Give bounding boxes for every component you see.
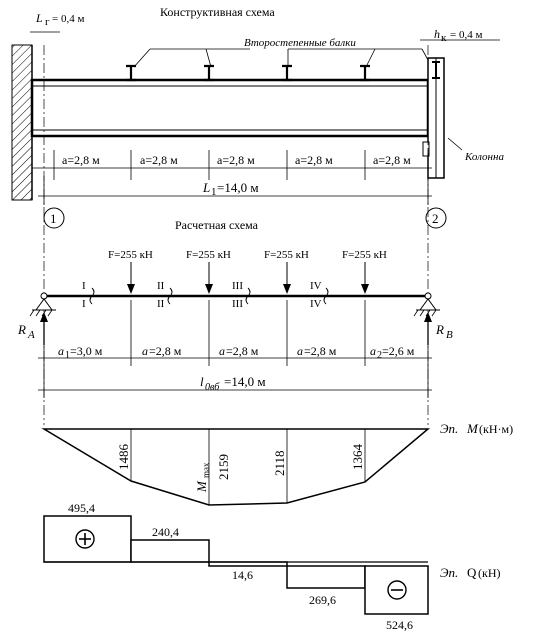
section-2-bottom: II (157, 298, 165, 310)
shear-value-2: 240,4 (152, 525, 179, 539)
secondary-beams-leaders (133, 48, 429, 68)
calc-span-labels: a 1 =3,0 м a =2,8 м a =2,8 м a =2,8 м a … (58, 344, 415, 361)
moment-value-2: 2159 (216, 454, 231, 480)
structural-span-2: a=2,8 м (140, 153, 178, 167)
shear-label-symbol: Q (467, 565, 477, 580)
structural-span-4: a=2,8 м (295, 153, 333, 167)
shear-diagram (43, 515, 429, 615)
moment-label-symbol: M (466, 421, 479, 436)
l0-value: =14,0 м (224, 374, 266, 389)
ra-label: R (17, 322, 26, 337)
hk-label: h (434, 27, 440, 41)
calc-span-3-label: a (219, 344, 225, 358)
force-3: F=255 кН (264, 249, 309, 261)
section-4-top: IV (310, 280, 322, 292)
calc-span-1-value: =3,0 м (70, 344, 103, 358)
l1-value: =14,0 м (217, 180, 259, 195)
l1-label: L (202, 180, 210, 195)
shear-value-1: 495,4 (68, 501, 95, 515)
section-1-bottom: I (82, 298, 86, 310)
shear-value-5: 524,6 (386, 618, 413, 632)
lz-sub: г (45, 16, 50, 28)
structural-title: Конструктивная схема (160, 5, 275, 19)
ra-sub: A (27, 329, 35, 341)
calc-title: Расчетная схема (175, 218, 259, 232)
secondary-beam-sections (126, 64, 370, 82)
section-4-bottom: IV (310, 298, 322, 310)
support-a (29, 292, 56, 345)
calc-span-5-value: =2,6 м (382, 344, 415, 358)
calc-span-dims (38, 300, 432, 366)
section-3-top: III (232, 280, 243, 292)
calc-span-2-label: a (142, 344, 148, 358)
calc-span-4-value: =2,8 м (304, 344, 337, 358)
column-label: Колонна (464, 151, 504, 163)
section-2-top: II (157, 280, 165, 292)
hk-dimension: h к = 0,4 м (420, 27, 500, 44)
structural-span-1: a=2,8 м (62, 153, 100, 167)
axis-right-label: 2 (432, 211, 439, 226)
axis-left-label: 1 (50, 211, 57, 226)
calc-span-3-value: =2,8 м (226, 344, 259, 358)
moment-diagram: 1486 2159 2118 1364 M max (41, 428, 431, 506)
shear-value-3: 14,6 (232, 568, 253, 582)
calc-span-5-label: a (370, 344, 376, 358)
l0-label: l (200, 374, 204, 389)
shear-signs (75, 529, 407, 600)
rb-label: R (435, 322, 444, 337)
moment-label-prefix: Эп. (440, 421, 458, 436)
force-2: F=255 кН (186, 249, 231, 261)
calc-span-1-sub: 1 (65, 350, 70, 361)
forces: F=255 кН F=255 кН F=255 кН F=255 кН (108, 249, 387, 294)
hk-value: = 0,4 м (450, 29, 482, 41)
lz-value: = 0,4 м (52, 13, 84, 25)
lz-dimension: L г = 0,4 м (30, 11, 84, 33)
shear-label-unit: (кН) (478, 566, 501, 580)
moment-value-4: 1364 (350, 444, 365, 471)
section-1-top: I (82, 280, 86, 292)
column (422, 57, 445, 179)
shear-value-4: 269,6 (309, 593, 336, 607)
force-4: F=255 кН (342, 249, 387, 261)
force-1: F=255 кН (108, 249, 153, 261)
wall-hatch (11, 44, 33, 201)
axis-marker-right: 2 (425, 207, 447, 229)
lz-label: L (35, 11, 43, 25)
support-b (413, 292, 440, 345)
l0-sub: 0вб (205, 382, 220, 393)
l1-sub: 1 (211, 186, 217, 198)
section-3-bottom: III (232, 298, 243, 310)
structural-span-3: a=2,8 м (217, 153, 255, 167)
moment-value-3: 2118 (272, 450, 287, 476)
section-marks (89, 287, 329, 305)
axis-lines (43, 45, 429, 425)
secondary-beams-label: Второстепенные балки (244, 37, 356, 49)
l0-dimension (38, 366, 432, 398)
hk-sub: к (441, 32, 447, 44)
calc-span-5-sub: 2 (377, 350, 382, 361)
main-beam (30, 78, 430, 138)
axis-marker-left: 1 (43, 207, 65, 229)
calc-span-4-label: a (297, 344, 303, 358)
mmax-sub: max (201, 462, 211, 478)
calc-span-1-label: a (58, 344, 64, 358)
moment-value-1: 1486 (116, 444, 131, 471)
rb-sub: B (446, 329, 453, 341)
moment-label-unit: (кН·м) (479, 422, 513, 436)
structural-span-5: a=2,8 м (373, 153, 411, 167)
calc-span-2-value: =2,8 м (149, 344, 182, 358)
mmax-label: M (194, 480, 209, 493)
shear-label-prefix: Эп. (440, 565, 458, 580)
